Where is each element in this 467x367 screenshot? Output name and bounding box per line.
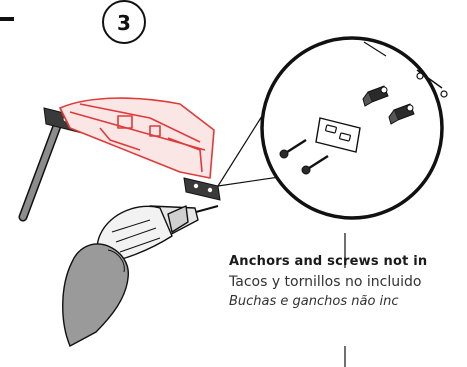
note-portuguese: Buchas e ganchos não inc [229,294,399,310]
note-spanish: Tacos y tornillos no incluido [229,274,421,290]
step-badge: 3 [103,1,145,43]
step-number: 3 [117,11,131,35]
hand-icon [63,244,129,346]
corner-dash [0,17,14,21]
note-english: Anchors and screws not in [229,254,427,270]
red-shelf-icon [60,98,214,178]
rod-icon [23,118,60,217]
right-bracket-icon [184,178,220,200]
